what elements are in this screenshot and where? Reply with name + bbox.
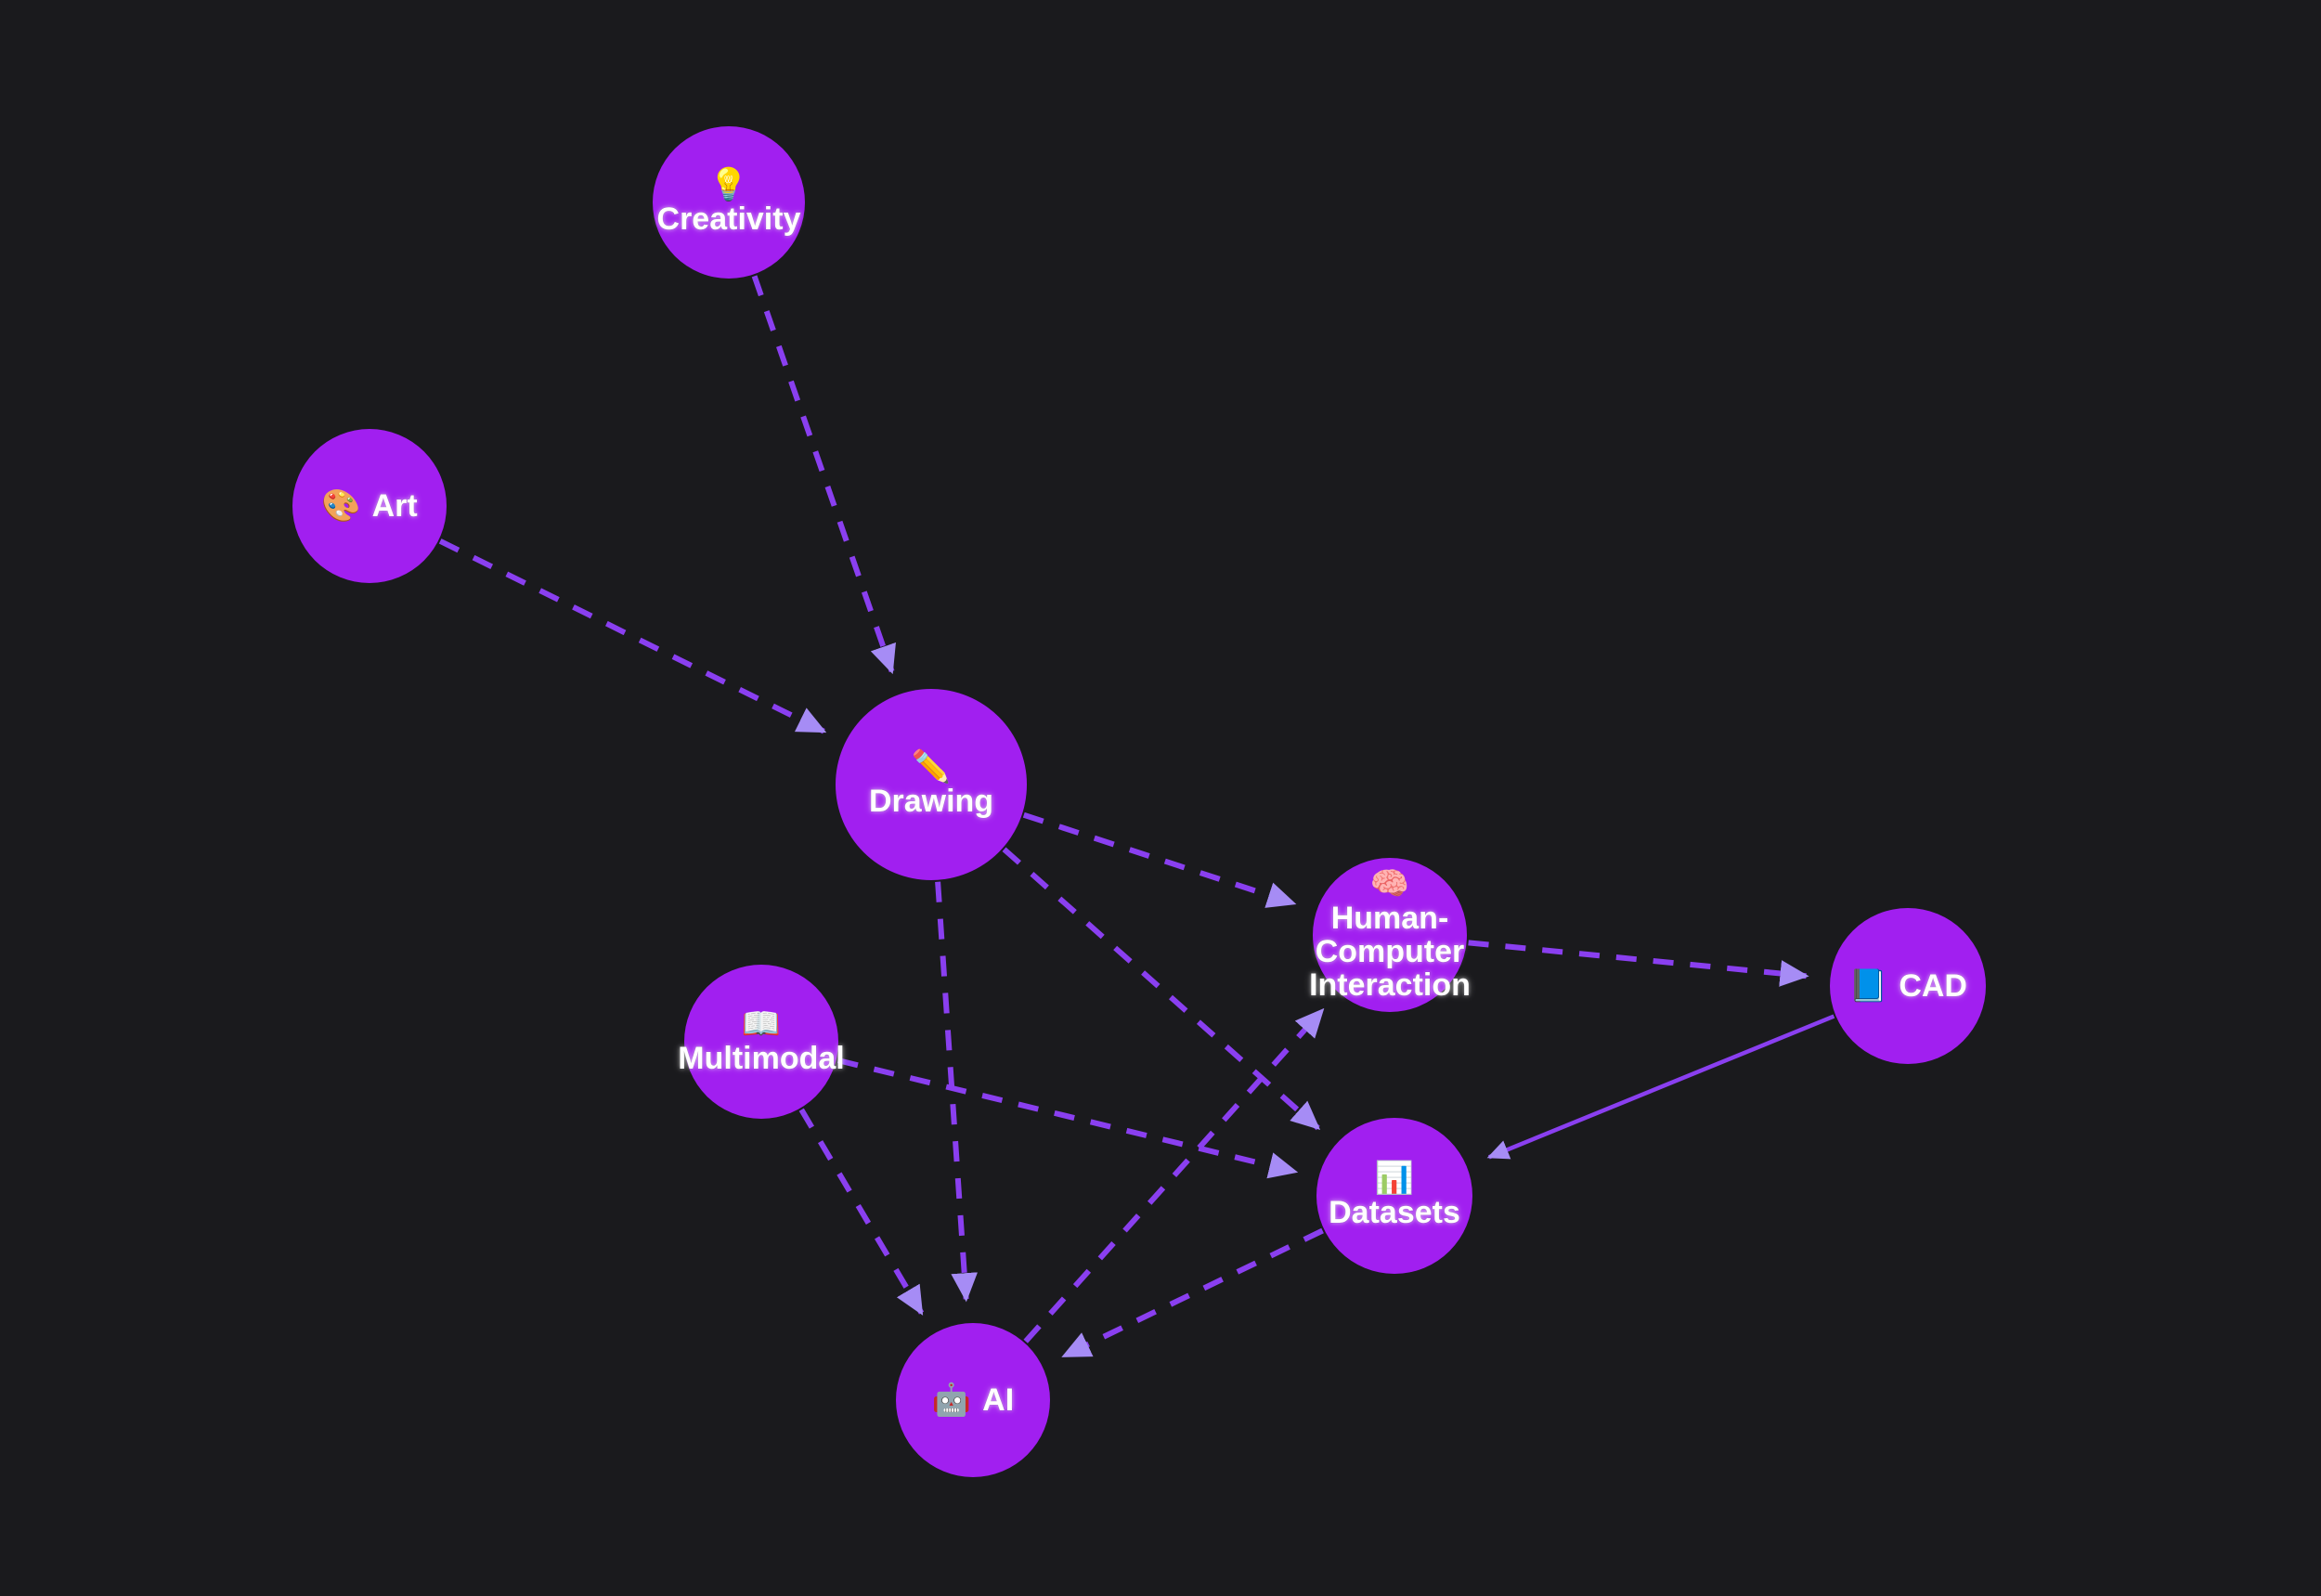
graph-node-ai[interactable]: 🤖AI <box>896 1323 1050 1477</box>
node-circle <box>836 689 1027 880</box>
graph-edge[interactable] <box>836 1058 1299 1179</box>
node-circle <box>1313 858 1467 1012</box>
node-circle <box>684 965 838 1119</box>
graph-edge[interactable] <box>1022 811 1297 908</box>
graph-edge[interactable] <box>1486 1014 1835 1160</box>
graph-edge[interactable] <box>935 881 979 1303</box>
graph-edge[interactable] <box>751 275 896 675</box>
graph-edge[interactable] <box>1002 847 1321 1131</box>
graph-node-cad[interactable]: 📘CAD <box>1830 908 1986 1064</box>
graph-node-hci[interactable]: 🧠Human-Computer Interaction <box>1309 858 1471 1012</box>
graph-node-art[interactable]: 🎨Art <box>292 429 447 583</box>
node-circle <box>896 1323 1050 1477</box>
graph-node-creativity[interactable]: 💡Creativity <box>653 126 805 279</box>
node-circle <box>1830 908 1986 1064</box>
graph-edge[interactable] <box>438 538 827 734</box>
node-circle <box>653 126 805 279</box>
graph-edge[interactable] <box>1023 1007 1325 1343</box>
node-circle <box>292 429 447 583</box>
graph-node-drawing[interactable]: ✏️Drawing <box>836 689 1027 880</box>
graph-edge[interactable] <box>1468 940 1809 987</box>
graph-edge[interactable] <box>1061 1227 1324 1359</box>
graph-edge[interactable] <box>798 1108 925 1316</box>
graph-node-multimodal[interactable]: 📖Multimodal <box>678 965 845 1119</box>
node-circle <box>1316 1118 1472 1274</box>
graph-node-datasets[interactable]: 📊Datasets <box>1316 1118 1472 1274</box>
